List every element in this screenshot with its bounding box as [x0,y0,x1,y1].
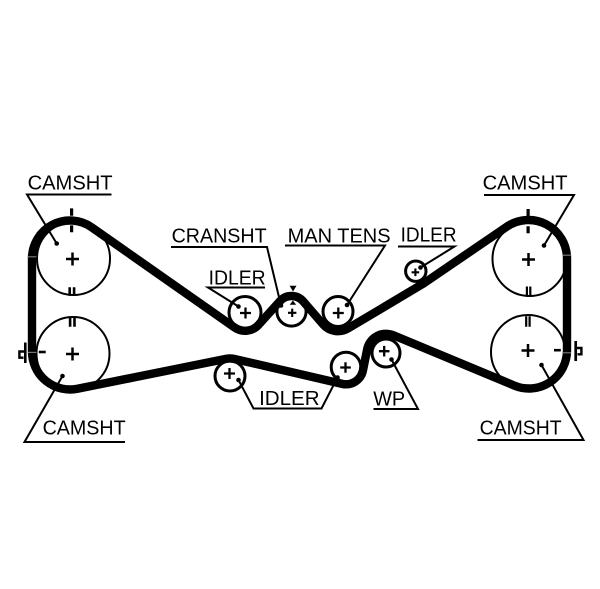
svg-text:IDLER: IDLER [401,224,457,246]
svg-text:CAMSHT: CAMSHT [483,172,568,194]
svg-text:IDLER: IDLER [259,388,320,410]
svg-text:CAMSHT: CAMSHT [480,417,562,439]
svg-text:CAMSHT: CAMSHT [43,417,126,439]
svg-text:MAN TENS: MAN TENS [288,225,391,247]
svg-text:CRANSHT: CRANSHT [172,225,267,247]
svg-text:CAMSHT: CAMSHT [28,172,113,194]
svg-text:IDLER: IDLER [209,267,266,289]
svg-text:WP: WP [373,388,405,410]
